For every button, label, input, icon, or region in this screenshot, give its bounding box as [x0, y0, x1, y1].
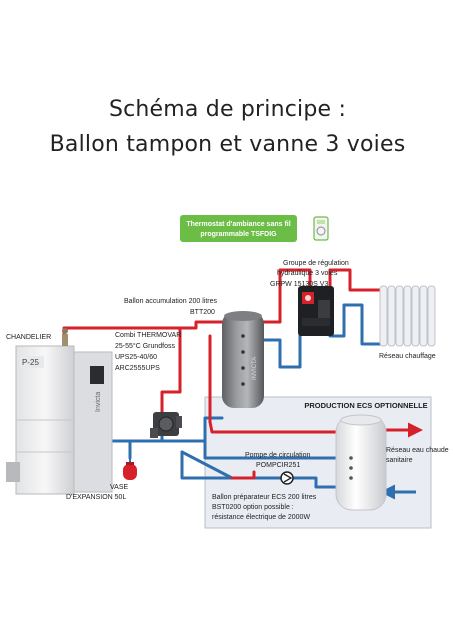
title-line-1: Schéma de principe : — [108, 97, 347, 122]
production-ecs-label: PRODUCTION ECS OPTIONNELLE — [304, 401, 427, 410]
reseau-eau-chaude-label-1: Réseau eau chaude — [386, 447, 449, 454]
buffer-tank: INVICTA — [222, 311, 264, 408]
title-line-2: Ballon tampon et vanne 3 voies — [49, 132, 406, 157]
ballon-accumulation-label-2: BTT200 — [190, 309, 215, 316]
thermostat-label-1: Thermostat d'ambiance sans fil — [186, 221, 290, 228]
circulation-pump-icon — [280, 471, 294, 485]
expansion-vessel — [123, 458, 137, 480]
cold-return-pipes — [110, 303, 382, 489]
thermostat-badge — [180, 215, 297, 242]
ballon-preparateur-label-1: Ballon préparateur ECS 200 litres — [212, 494, 317, 501]
groupe-label-2: hydraulique 3 voies — [277, 270, 338, 277]
reseau-eau-chaude-label-2: sanitaire — [386, 457, 413, 464]
pellet-boiler: P-25 Invicta — [6, 328, 113, 495]
dhw-preparer-tank — [335, 414, 387, 511]
ballon-accumulation-label-1: Ballon accumulation 200 litres — [124, 298, 217, 305]
svg-text:INVICTA: INVICTA — [252, 357, 258, 380]
combi-label-1: Combi THERMOVAR — [115, 332, 181, 339]
pompe-label-2: POMPCIR251 — [256, 462, 300, 469]
combi-label-2: 25-55°C Grundfoss — [115, 342, 175, 350]
vase-label-2: D'EXPANSION 50L — [66, 494, 126, 501]
combi-thermovar-valve — [150, 412, 182, 438]
reseau-chauffage-label: Réseau chauffage — [379, 353, 436, 360]
combi-label-3: UPS25-40/60 — [115, 354, 157, 361]
boiler-brand-text: Invicta — [95, 392, 102, 412]
boiler-control-screen — [90, 366, 104, 384]
vase-label-1: VASE — [110, 484, 128, 491]
ballon-preparateur-label-3: résistance électrique de 2000W — [212, 514, 310, 521]
groupe-label-3: GRPW 15130S V3 — [270, 281, 328, 288]
regulation-group — [298, 286, 334, 336]
boiler-model-text: P-25 — [22, 358, 39, 367]
radiator — [379, 285, 436, 347]
chandelier-fitting — [62, 334, 68, 346]
boiler-model-plate — [20, 356, 44, 368]
pompe-label-1: Pompe de circulation — [245, 452, 310, 459]
thermostat-device-icon — [313, 216, 329, 241]
ballon-preparateur-label-2: BST0200 option possible : — [212, 504, 294, 511]
combi-label-4: ARC2555UPS — [115, 365, 160, 372]
groupe-label-1: Groupe de régulation — [283, 260, 349, 267]
thermostat-label-2: programmable TSFDIG — [200, 231, 277, 238]
chandelier-label: CHANDELIER — [6, 334, 51, 341]
optional-ecs-box — [204, 396, 432, 529]
